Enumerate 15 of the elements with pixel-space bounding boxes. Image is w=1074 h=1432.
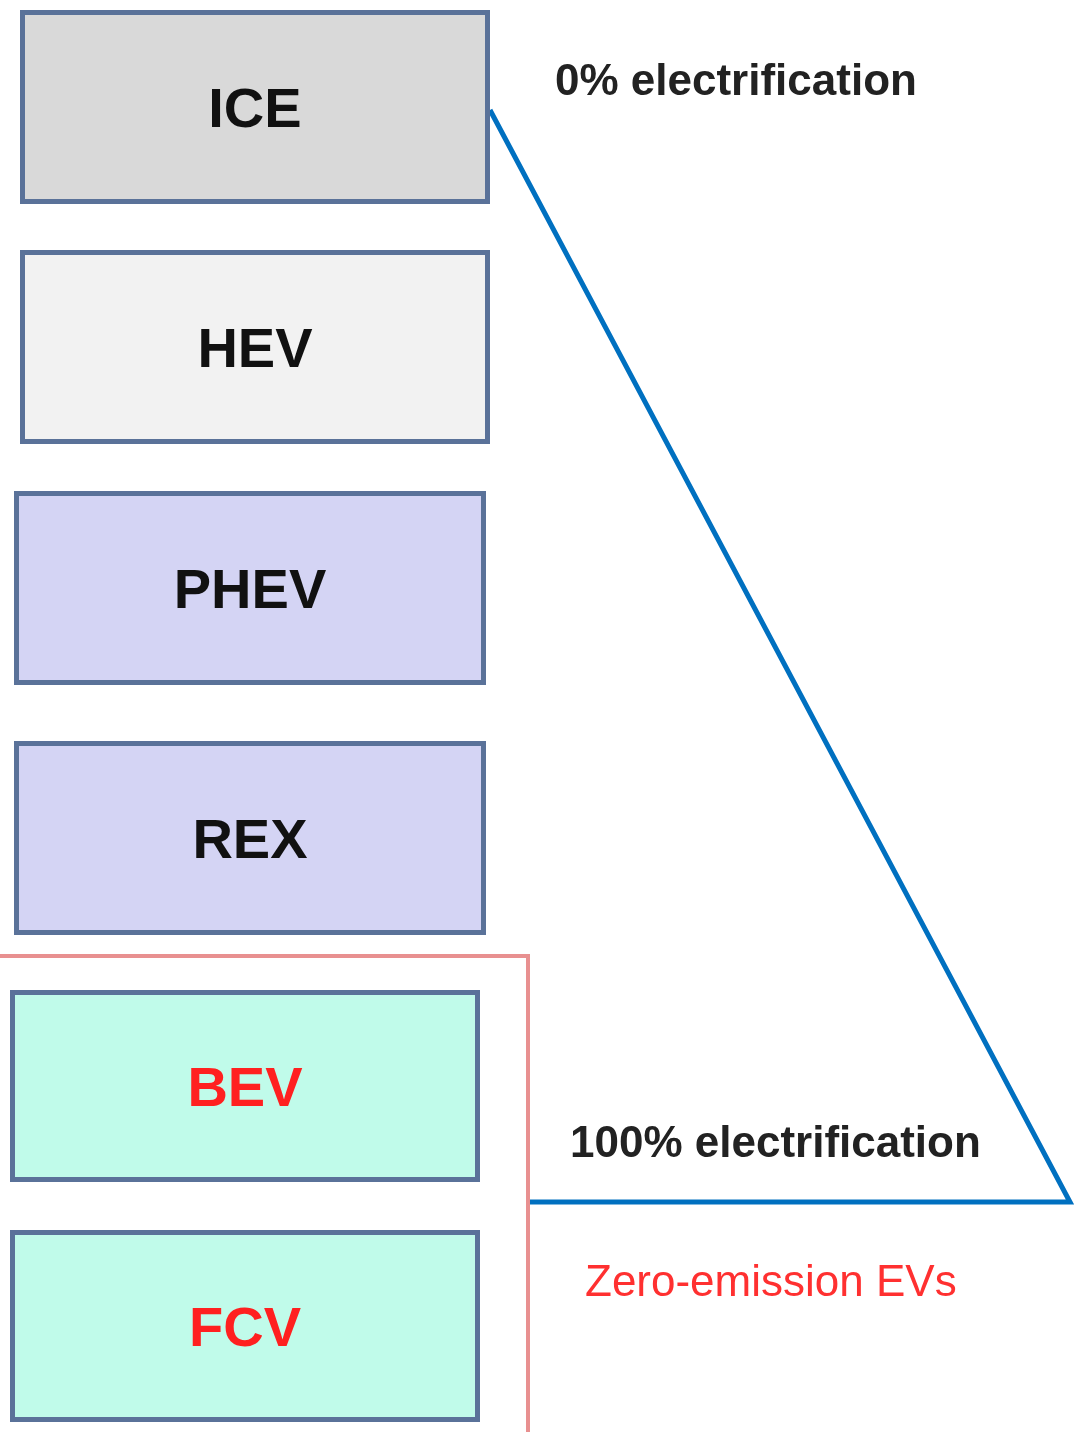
vehicle-type-label: ICE: [208, 74, 302, 140]
vehicle-type-label: HEV: [197, 314, 313, 380]
vehicle-type-label: PHEV: [173, 555, 327, 621]
vehicle-type-box: [20, 250, 490, 444]
vehicle-type-box: [14, 491, 486, 685]
vehicle-type-label: FCV: [189, 1293, 301, 1359]
vehicle-type-box: [10, 1230, 480, 1422]
scale-label: 100% electrification: [570, 1117, 981, 1167]
vehicle-type-label: REX: [192, 805, 308, 871]
group-label: Zero-emission EVs: [585, 1256, 957, 1306]
vehicle-type-box: [10, 990, 480, 1182]
vehicle-type-box: [20, 10, 490, 204]
vehicle-type-label: BEV: [187, 1053, 303, 1119]
vehicle-type-box: [14, 741, 486, 935]
scale-label: 0% electrification: [555, 55, 917, 105]
